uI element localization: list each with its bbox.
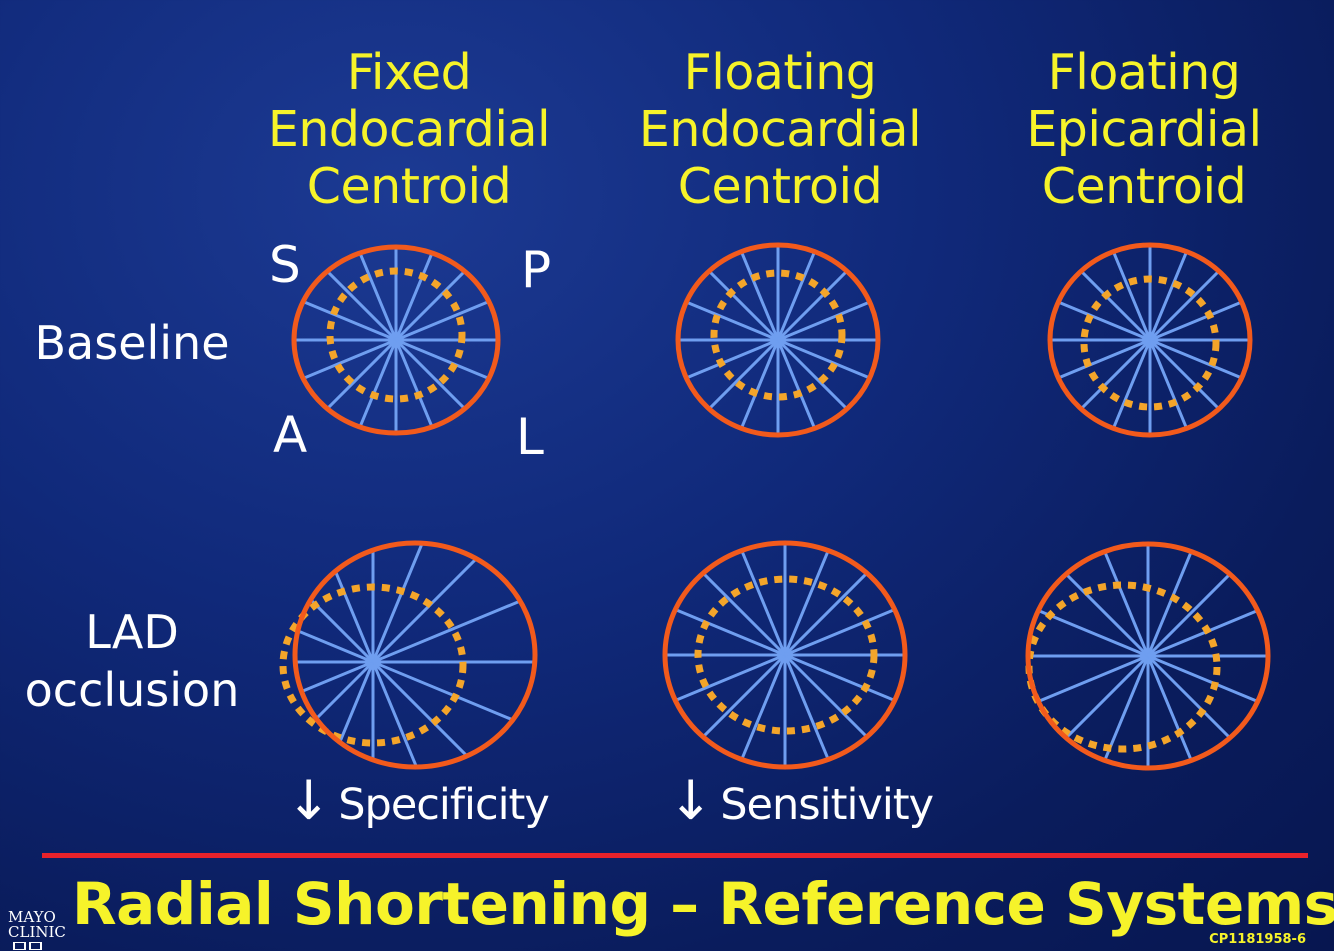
radial-line [332,247,398,341]
radial-line [295,543,375,664]
radial-line [1147,581,1268,658]
radial-line [777,338,878,403]
radial-line [1028,654,1150,768]
radial-line [1028,581,1149,658]
radial-line [1148,339,1213,435]
radial-line [715,339,780,435]
epicardial-border [675,242,881,438]
figure-code: CP1181958-6 [1209,932,1306,947]
down-arrow-icon: ↓ [286,769,331,832]
endocardial-border [710,269,846,401]
radial-lines [665,543,905,767]
endocardial-border [1080,275,1220,411]
radial-line [1073,544,1150,657]
radial-line [776,245,841,341]
shield-icon [13,942,42,950]
orientation-label-anterior: A [273,406,308,464]
radial-line [1073,655,1150,768]
radial-line [665,580,786,657]
orientation-label-posterior: P [521,241,552,299]
radial-line [1146,544,1223,657]
radial-line [665,653,786,730]
radial-line [783,654,860,767]
radial-line [371,543,451,663]
radial-line [1148,245,1213,341]
radial-line [394,338,498,433]
radial-line [295,660,374,740]
radial-lines [678,245,878,435]
panel-occlusion-floating-epi [1025,541,1271,771]
radial-line [332,339,398,433]
radial-line [394,247,498,342]
radial-lines [294,247,498,433]
radial-line [395,338,498,404]
endocardial-border [694,575,878,735]
radial-line [1028,544,1150,658]
epicardial-border [292,540,538,770]
radial-line [294,338,398,433]
title-divider [42,853,1308,858]
radial-line [295,584,374,664]
radial-line [710,654,787,767]
radial-line [294,338,397,404]
orientation-label-septal: S [269,236,301,294]
radial-line [1087,245,1152,341]
radial-line [294,276,397,342]
radial-line [1149,277,1250,342]
radial-line [710,543,787,656]
column-header-floating-endocardial: Floating Endocardial Centroid [638,44,922,215]
row-label-lad-occlusion: LAD occlusion [24,605,240,717]
column-header-fixed-endocardial: Fixed Endocardial Centroid [267,44,551,215]
radial-lines [1028,544,1268,768]
radial-line [1087,339,1152,435]
down-arrow-icon: ↓ [668,769,713,832]
radial-line [394,339,460,433]
radial-line [371,660,516,767]
radial-line [1146,654,1268,768]
radial-line [783,543,860,656]
endocardial-border [279,583,467,747]
epicardial-border [662,540,908,770]
radial-line [776,339,841,435]
effect-sensitivity: ↓Sensitivity [668,769,934,832]
panel-baseline-floating-epi [1047,242,1253,438]
radial-line [371,543,516,664]
slide-title: Radial Shortening – Reference Systems [72,870,1334,938]
radial-line [1146,544,1268,658]
panel-baseline-fixed [291,244,501,436]
epicardial-border [291,244,501,436]
radial-line [783,543,905,657]
radial-line [1147,654,1268,731]
radial-line [784,580,905,657]
radial-line [294,247,398,342]
epicardial-border [1047,242,1253,438]
radial-line [678,338,779,403]
panel-baseline-floating-endo [675,242,881,438]
radial-line [678,277,779,342]
effect-specificity: ↓Specificity [286,769,550,832]
radial-line [665,653,787,767]
radial-line [783,653,905,767]
radial-lines [1050,245,1250,435]
column-header-floating-epicardial: Floating Epicardial Centroid [1026,44,1262,215]
radial-line [665,543,787,657]
panel-occlusion-floating-endo [662,540,908,770]
endocardial-border [326,267,466,403]
radial-line [777,277,878,342]
row-label-baseline: Baseline [34,316,230,370]
radial-line [715,245,780,341]
radial-line [371,661,451,767]
radial-line [1028,654,1149,731]
radial-line [1149,338,1250,403]
radial-line [1050,338,1151,403]
radial-line [1050,277,1151,342]
radial-line [1146,655,1223,768]
orientation-label-lateral: L [516,408,544,466]
mayo-clinic-logo: MAYO CLINIC [8,910,74,950]
radial-line [394,247,460,341]
epicardial-border [1025,541,1271,771]
radial-line [395,276,498,342]
radial-line [784,653,905,730]
